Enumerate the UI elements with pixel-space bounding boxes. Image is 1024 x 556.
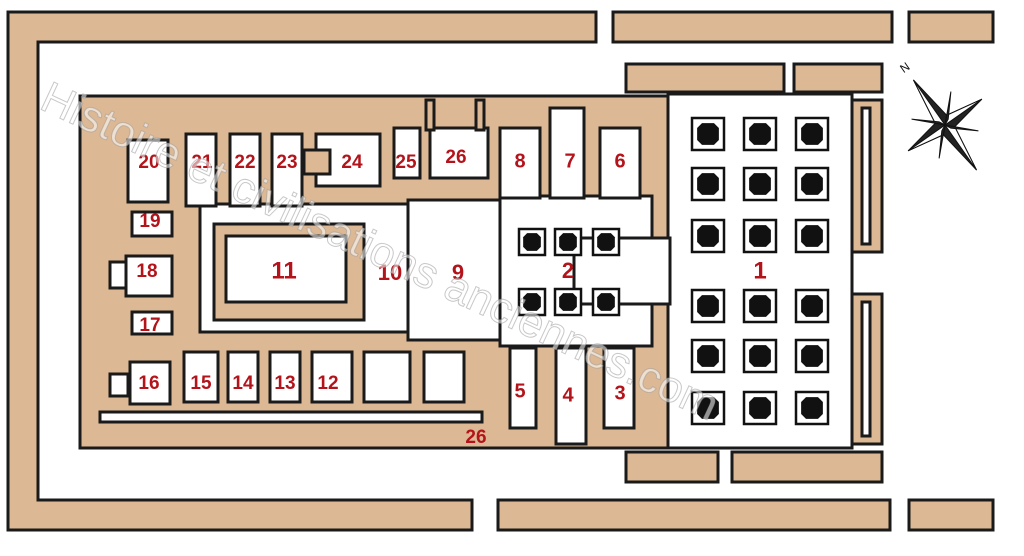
pillar-core <box>749 123 771 145</box>
enclosure-wall <box>6 10 995 532</box>
room-label-25: 25 <box>395 152 417 173</box>
room-label-20: 20 <box>138 152 159 173</box>
pillar-core <box>559 293 577 311</box>
room-label-4: 4 <box>562 384 574 406</box>
pillar-core <box>749 225 771 247</box>
room-label-2: 2 <box>562 258 574 283</box>
pillar-core <box>801 173 823 195</box>
pillar-core <box>597 293 615 311</box>
room-label-13: 13 <box>274 373 295 394</box>
pillar-core <box>801 345 823 367</box>
pillar-core <box>697 397 719 419</box>
room-label-26-north: 26 <box>445 147 466 168</box>
pillar-core <box>749 397 771 419</box>
room-label-21: 21 <box>191 152 213 173</box>
room-label-18: 18 <box>136 261 157 282</box>
rooms <box>98 98 672 446</box>
room-label-23: 23 <box>276 152 297 173</box>
room-label-17: 17 <box>139 315 160 336</box>
room-label-24: 24 <box>341 152 363 173</box>
pillar-core <box>801 225 823 247</box>
pillars <box>517 116 830 426</box>
room-label-16: 16 <box>138 373 159 394</box>
pillar-core <box>749 295 771 317</box>
pillar-core <box>801 123 823 145</box>
pillar-core <box>749 173 771 195</box>
hypostyle-hall <box>624 62 884 484</box>
room-label-22: 22 <box>234 152 255 173</box>
pillar-core <box>523 233 541 251</box>
pillar-core <box>697 173 719 195</box>
pillar-core <box>749 345 771 367</box>
pillar-core <box>801 397 823 419</box>
room-label-9: 9 <box>452 260 464 285</box>
room-label-12: 12 <box>317 373 338 394</box>
compass-north-label: N <box>897 59 912 75</box>
room-label-6: 6 <box>614 150 625 172</box>
pillar-core <box>801 295 823 317</box>
pillar-core <box>697 225 719 247</box>
pillar-core <box>697 123 719 145</box>
room-label-19: 19 <box>139 211 160 232</box>
pillar-core <box>559 233 577 251</box>
pillar-core <box>597 233 615 251</box>
room-label-7: 7 <box>564 150 575 172</box>
room-label-26-south: 26 <box>465 427 486 448</box>
compass-rose-icon: N <box>897 59 983 171</box>
room-labels: 1 2 3 4 5 6 7 8 9 10 11 12 13 14 15 16 1… <box>136 147 766 448</box>
pillar-core <box>523 293 541 311</box>
pillar-core <box>697 295 719 317</box>
room-label-10: 10 <box>378 260 402 285</box>
room-label-5: 5 <box>514 380 525 402</box>
room-label-11: 11 <box>271 257 296 284</box>
room-label-3: 3 <box>614 382 625 404</box>
room-label-15: 15 <box>190 373 212 394</box>
room-label-1: 1 <box>753 257 766 284</box>
pillar-core <box>697 345 719 367</box>
room-label-8: 8 <box>514 150 525 172</box>
room-label-14: 14 <box>232 373 254 394</box>
